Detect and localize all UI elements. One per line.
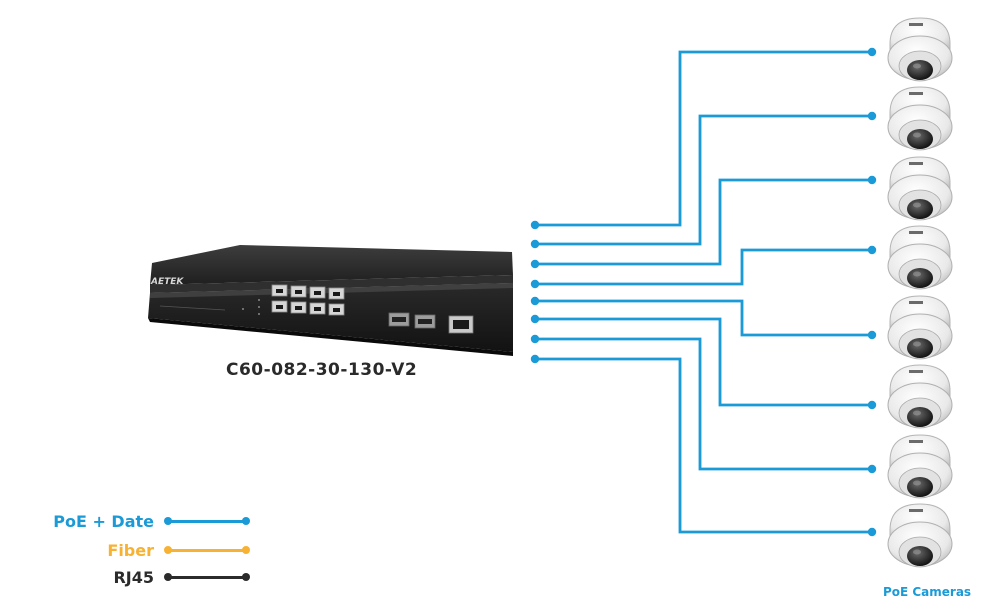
switch-port-dot <box>530 239 540 249</box>
camera-port-dot <box>867 330 877 340</box>
connection-line-7 <box>535 337 872 471</box>
camera-port-dot <box>867 527 877 537</box>
dome-camera-icon <box>887 225 953 290</box>
dome-camera-icon <box>887 295 953 360</box>
dome-camera-icon <box>887 364 953 429</box>
legend-item-fiber: Fiber <box>0 540 250 560</box>
legend-label-rj45: RJ45 <box>113 567 154 587</box>
connection-line-1 <box>535 50 872 227</box>
camera-port-dot <box>867 400 877 410</box>
camera-port-dot <box>867 175 877 185</box>
switch-port-dot <box>530 296 540 306</box>
camera-column <box>887 17 953 568</box>
connection-line-5 <box>535 299 872 337</box>
camera-port-dot <box>867 464 877 474</box>
legend-label-fiber: Fiber <box>107 540 154 560</box>
poe-cameras-label: PoE Cameras <box>882 585 972 599</box>
camera-port-dot <box>867 245 877 255</box>
switch-port-dot <box>530 314 540 324</box>
connection-line-6 <box>535 317 872 407</box>
legend-label-poe-data: PoE + Date <box>53 511 154 531</box>
connection-line-4 <box>535 248 872 286</box>
dome-camera-icon <box>887 86 953 151</box>
switch-port-dot <box>530 354 540 364</box>
connection-line-8 <box>535 357 872 534</box>
dome-camera-icon <box>887 156 953 221</box>
legend-line-rj45 <box>164 567 250 587</box>
poe-connection-lines <box>535 50 872 534</box>
legend-line-poe-data <box>164 511 250 531</box>
camera-port-dot <box>867 47 877 57</box>
connection-line-2 <box>535 114 872 246</box>
dome-camera-icon <box>887 17 953 82</box>
switch-port-dot <box>530 220 540 230</box>
legend-item-poe-data: PoE + Date <box>0 511 250 531</box>
switch-model-label: C60-082-30-130-V2 <box>226 360 418 380</box>
switch-port-dot <box>530 259 540 269</box>
poe-switch-device <box>148 245 513 356</box>
legend-item-rj45: RJ45 <box>0 567 250 587</box>
switch-port-dot <box>530 334 540 344</box>
switch-brand-logo: AETEK <box>150 277 184 287</box>
connection-line-3 <box>535 178 872 266</box>
camera-port-dot <box>867 111 877 121</box>
legend-line-fiber <box>164 540 250 560</box>
switch-port-dot <box>530 279 540 289</box>
dome-camera-icon <box>887 503 953 568</box>
dome-camera-icon <box>887 434 953 499</box>
